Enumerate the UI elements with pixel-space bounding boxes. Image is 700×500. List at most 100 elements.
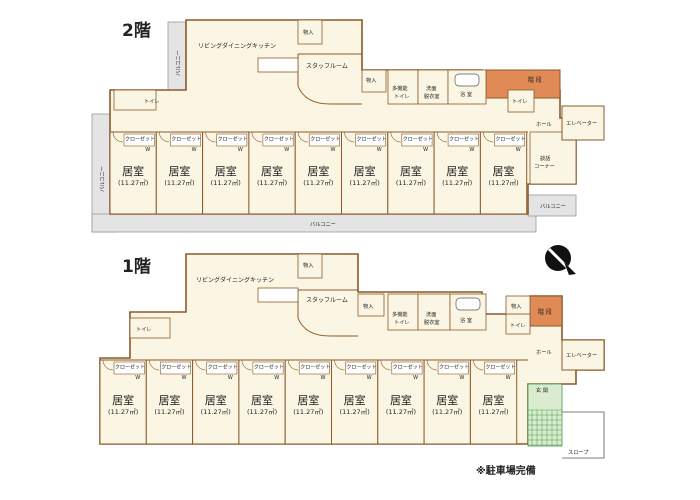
closet-label: クローゼット (310, 136, 340, 143)
closet-box (298, 361, 330, 375)
wash-label-2: 脱衣室 (424, 318, 440, 326)
room-area: (11.27㎡) (488, 178, 518, 187)
balcony-bottom-label: バルコニー (310, 221, 336, 228)
closet-label: クローゼット (495, 136, 525, 143)
door-swing (251, 131, 262, 143)
door-swing (390, 131, 401, 143)
slope (562, 411, 605, 459)
living-kitchen-label: リビングダイニングキッチン (198, 42, 276, 50)
multi-toilet-box (387, 69, 419, 105)
closet-box (308, 133, 340, 147)
closet-w-label: W (459, 375, 464, 381)
closet-label: クローゼット (393, 364, 423, 371)
closet-label: クローゼット (485, 364, 515, 371)
room-name: 居室 (158, 393, 180, 407)
multi-toilet-label: 多機能 (392, 310, 408, 318)
door-swing (483, 131, 494, 143)
bath-label: 浴 室 (460, 90, 472, 98)
closet-box (252, 361, 284, 375)
storage-1-box (297, 253, 323, 279)
parking-note: ※駐車場完備 (476, 464, 536, 477)
multi-toilet-label-2: トイレ (394, 320, 410, 326)
storage-2-label: 物入 (363, 302, 373, 310)
elevator-label: エレベーター (566, 351, 597, 359)
room-name: 居室 (344, 393, 366, 407)
lounge-label: 談話 (540, 154, 550, 162)
room-area: (11.27㎡) (478, 407, 508, 416)
staff-curve (297, 290, 358, 337)
closet-w-label: W (377, 147, 382, 153)
closet-w-label: W (469, 147, 474, 153)
floor-title: 2階 (122, 21, 151, 41)
closet-box (216, 133, 248, 147)
room-name: 居室 (446, 164, 468, 178)
room-name: 居室 (483, 393, 505, 407)
closet-box (447, 133, 479, 147)
door-swing (344, 131, 355, 143)
bath-label: 浴 室 (460, 316, 472, 324)
door-swing (102, 359, 114, 371)
bath-box (447, 69, 487, 105)
elevator-label: エレベーター (566, 119, 597, 127)
staff-room-label: スタッフルーム (306, 62, 348, 70)
closet-label: クローゼット (208, 364, 238, 371)
door-swing (473, 359, 484, 371)
room-row-2f: クローゼットW居室(11.27㎡)クローゼットW居室(11.27㎡)クローゼット… (109, 131, 528, 215)
staff-room-label: スタッフルーム (306, 296, 348, 304)
room-name: 居室 (493, 164, 515, 178)
closet-box (262, 133, 294, 147)
closet-w-label: W (516, 147, 521, 153)
room-name: 居室 (354, 164, 376, 178)
closet-box (494, 133, 525, 147)
closet-label: クローゼット (115, 364, 145, 371)
storage-1-label: 物入 (303, 261, 313, 269)
room-name: 居室 (215, 164, 237, 178)
closet-w-label: W (238, 147, 243, 153)
closet-w-label: W (145, 147, 150, 153)
storage-1-box (297, 19, 323, 45)
room-area: (11.27㎡) (293, 407, 323, 416)
closet-label: クローゼット (439, 364, 469, 371)
toilet-left-label: トイレ (144, 99, 160, 105)
closet-box (484, 361, 515, 375)
room-name: 居室 (297, 393, 319, 407)
room-name: 居室 (168, 164, 190, 178)
stairs-label: 階 段 (528, 76, 542, 84)
closet-w-label: W (274, 375, 279, 381)
multi-toilet-label-2: トイレ (394, 94, 410, 100)
wash-label-2: 脱衣室 (424, 92, 440, 100)
room-area: (11.27㎡) (396, 178, 426, 187)
wash-box (417, 69, 449, 105)
storage-2-label: 物入 (366, 76, 376, 84)
wash-label: 洗面 (426, 84, 436, 92)
toilet-right-label: トイレ (512, 99, 528, 105)
closet-label: クローゼット (125, 136, 155, 143)
toilet-left-box (129, 317, 171, 339)
living-kitchen-label: リビングダイニングキッチン (196, 276, 274, 284)
closet-label: クローゼット (264, 136, 294, 143)
room-name: 居室 (112, 393, 134, 407)
stairs (529, 295, 563, 327)
closet-box (170, 133, 201, 147)
balcony-right-label: バルコニー (540, 203, 566, 210)
closet-label: クローゼット (347, 364, 377, 371)
room-area: (11.27㎡) (350, 178, 380, 187)
closet-w-label: W (506, 375, 511, 381)
closet-w-label: W (423, 147, 428, 153)
closet-label: クローゼット (449, 136, 479, 143)
toilet-left-label: トイレ (136, 327, 152, 333)
storage-2-box (357, 293, 385, 317)
lounge-label-2: コーナー (534, 163, 555, 170)
closet-label: クローゼット (300, 364, 330, 371)
room-area: (11.27㎡) (211, 178, 241, 187)
room-name: 居室 (251, 393, 273, 407)
door-swing (297, 131, 309, 143)
